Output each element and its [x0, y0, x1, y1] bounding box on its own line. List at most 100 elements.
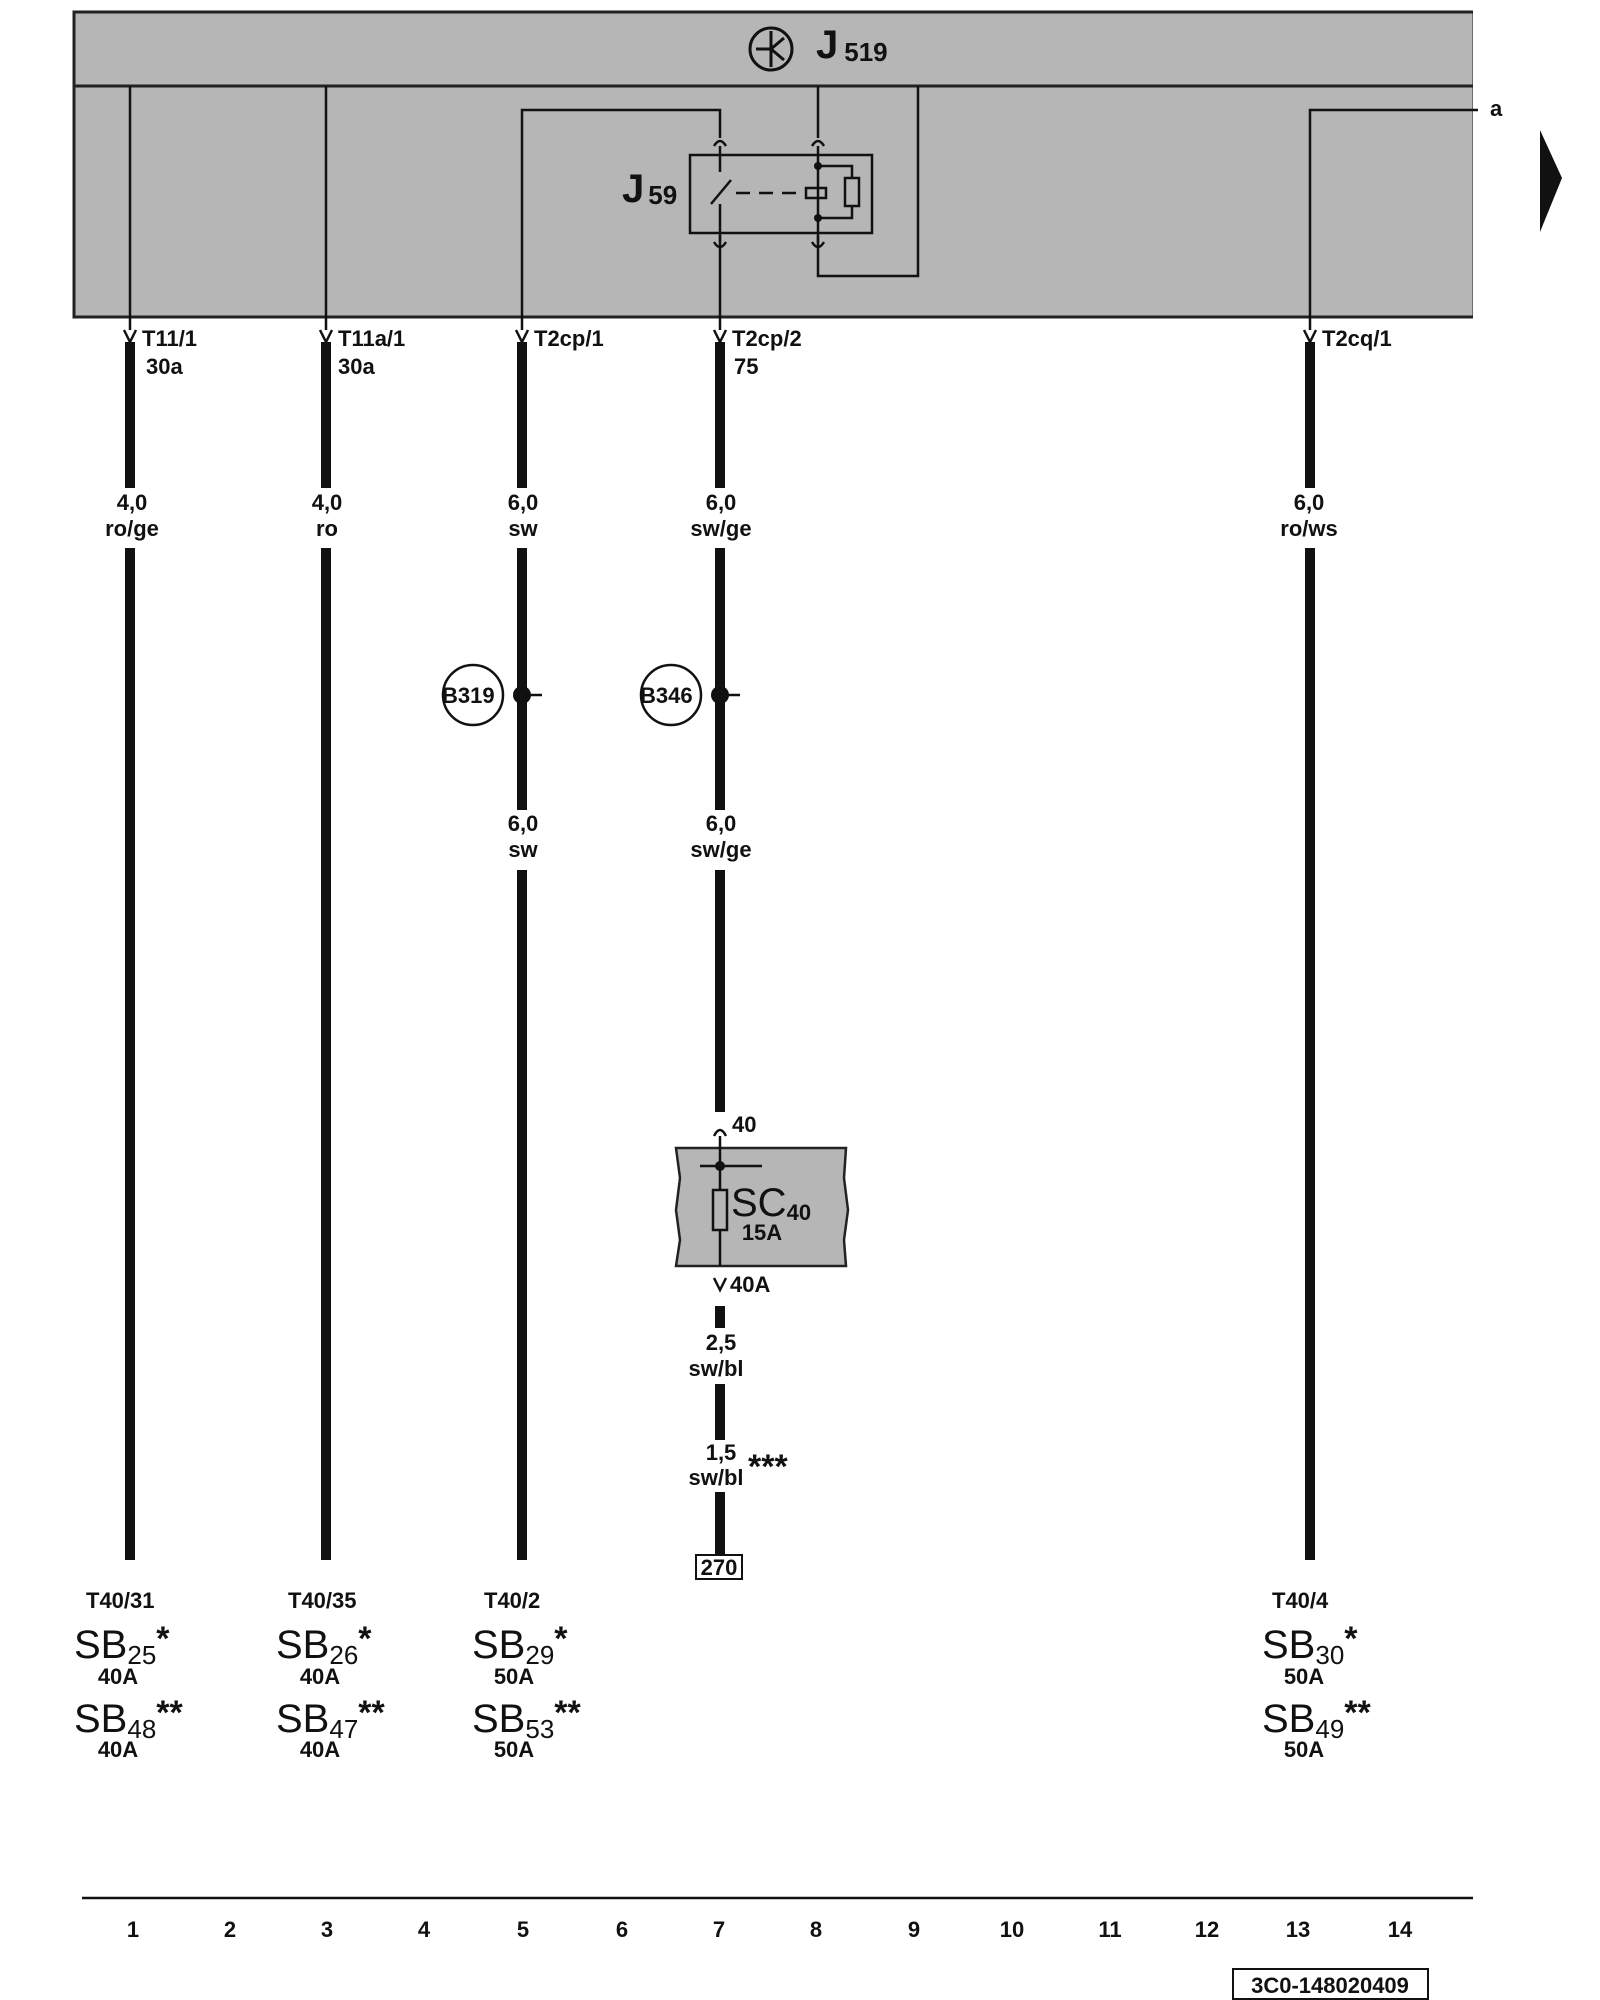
- document-number: 3C0-148020409: [1251, 1973, 1409, 1998]
- wire-color: sw: [508, 516, 538, 541]
- connector-pin-icon: [318, 329, 334, 345]
- column-number: 3: [321, 1917, 333, 1942]
- connector-pin-icon: [514, 329, 530, 345]
- fuse-amp: 50A: [1284, 1737, 1324, 1762]
- continuation-arrow-icon: [1540, 130, 1562, 232]
- column-number: 7: [713, 1917, 725, 1942]
- fuse-amp: 40A: [300, 1737, 340, 1762]
- fuse-label: SB26*: [276, 1620, 372, 1670]
- reference-box: [695, 1554, 743, 1580]
- fuse-box-index: 40: [787, 1200, 811, 1225]
- wire-4: T2cp/2 75 6,0 sw/ge B346 6,0 sw/ge 40 SC…: [639, 326, 850, 1580]
- wire-bottom-pin: T40/2: [484, 1588, 540, 1613]
- fuse-amp: 50A: [494, 1737, 534, 1762]
- wire-terminal: 30a: [146, 354, 183, 379]
- fuse-label: SB47**: [276, 1694, 386, 1744]
- wire-color: sw/ge: [690, 837, 751, 862]
- wire-pin: T11/1: [142, 326, 197, 351]
- fuse-amp: 40A: [98, 1664, 138, 1689]
- fuse-box-amp: 15A: [742, 1220, 782, 1245]
- wire-gauge: 1,5: [706, 1440, 737, 1465]
- fuse-label: SB29*: [472, 1620, 568, 1670]
- wire-color: ro: [316, 516, 338, 541]
- relay-index: 59: [648, 180, 677, 210]
- control-unit-j519: [72, 10, 1476, 319]
- column-number: 8: [810, 1917, 822, 1942]
- wire-terminal: 75: [734, 354, 758, 379]
- wire-color: ro/ge: [105, 516, 159, 541]
- connector-pin-icon: [712, 329, 728, 345]
- wire-color: sw/ge: [690, 516, 751, 541]
- fuse-amp: 50A: [1284, 1664, 1324, 1689]
- internal-wiring: [128, 86, 1478, 330]
- fuse-amp: 40A: [98, 1737, 138, 1762]
- wire-2: T11a/1 30a 4,0 ro T40/35 SB26* 40A SB47*…: [276, 326, 405, 1762]
- splice-label: B319: [442, 683, 495, 708]
- wire-gauge: 6,0: [508, 811, 539, 836]
- fuse-label: SB53**: [472, 1694, 582, 1744]
- wire-color: ro/ws: [1280, 516, 1337, 541]
- housing-right-open-edge: [1473, 8, 1503, 320]
- fuse-in-pin: 40: [732, 1112, 756, 1137]
- svg-text:SC40: SC40: [731, 1181, 811, 1225]
- connector-pin-icon: [1302, 329, 1318, 345]
- document-number-box: [1232, 1968, 1429, 2000]
- control-unit-name: J: [816, 23, 838, 67]
- svg-text:J59: J59: [622, 167, 677, 211]
- wire-gauge: 6,0: [508, 490, 539, 515]
- fuse-label: SB30*: [1262, 1620, 1358, 1670]
- wire-gauge: 6,0: [706, 811, 737, 836]
- fuse-holder-sc: 40 SC40 15A 40A: [674, 1112, 850, 1297]
- splice-label: B346: [640, 683, 693, 708]
- fuse-label: SB49**: [1262, 1694, 1372, 1744]
- wire-3: T2cp/1 6,0 sw B319 6,0 sw T40/2 SB29* 50…: [441, 326, 604, 1762]
- wire-gauge: 2,5: [706, 1330, 737, 1355]
- wire-1: T11/1 30a 4,0 ro/ge T40/31 SB25* 40A SB4…: [74, 326, 197, 1762]
- continuation-mark: a: [1490, 96, 1503, 121]
- wire-bottom-pin: T40/4: [1272, 1588, 1329, 1613]
- wire-pin: T2cp/2: [732, 326, 802, 351]
- control-unit-index: 519: [844, 37, 887, 67]
- relay-name: J: [622, 167, 644, 211]
- variant-note: ***: [748, 1448, 788, 1486]
- column-number: 5: [517, 1917, 529, 1942]
- wire-pin: T11a/1: [338, 326, 405, 351]
- fuse-amp: 50A: [494, 1664, 534, 1689]
- column-number: 12: [1195, 1917, 1219, 1942]
- column-number: 11: [1098, 1917, 1121, 1942]
- connector-pin-icon: [712, 1128, 728, 1137]
- column-number: 1: [127, 1917, 139, 1942]
- column-number: 4: [418, 1917, 431, 1942]
- column-number: 6: [616, 1917, 628, 1942]
- wire-gauge: 4,0: [312, 490, 343, 515]
- wire-bottom-pin: T40/35: [288, 1588, 357, 1613]
- wire-color: sw/bl: [688, 1465, 743, 1490]
- fuse-label: SB48**: [74, 1694, 184, 1744]
- fuse-icon: [711, 1188, 729, 1232]
- fuse-out-pin: 40A: [730, 1272, 770, 1297]
- reference-number: 270: [701, 1555, 738, 1580]
- electronic-module-icon: [748, 26, 794, 72]
- wire-gauge: 6,0: [706, 490, 737, 515]
- wire-pin: T2cp/1: [534, 326, 604, 351]
- column-number: 13: [1286, 1917, 1310, 1942]
- column-number: 10: [1000, 1917, 1024, 1942]
- connector-pin-icon: [122, 329, 138, 345]
- fuse-box-name: SC: [731, 1181, 787, 1225]
- wire-terminal: 30a: [338, 354, 375, 379]
- wire-gauge: 6,0: [1294, 490, 1325, 515]
- wire-color: sw/bl: [688, 1356, 743, 1381]
- wire-gauge: 4,0: [117, 490, 148, 515]
- column-number: 14: [1388, 1917, 1413, 1942]
- fuse-amp: 40A: [300, 1664, 340, 1689]
- column-number: 9: [908, 1917, 920, 1942]
- wire-bottom-pin: T40/31: [86, 1588, 155, 1613]
- splice-b319: B319: [441, 663, 542, 727]
- connector-pin-icon: [712, 1277, 728, 1293]
- wire-pin: T2cq/1: [1322, 326, 1392, 351]
